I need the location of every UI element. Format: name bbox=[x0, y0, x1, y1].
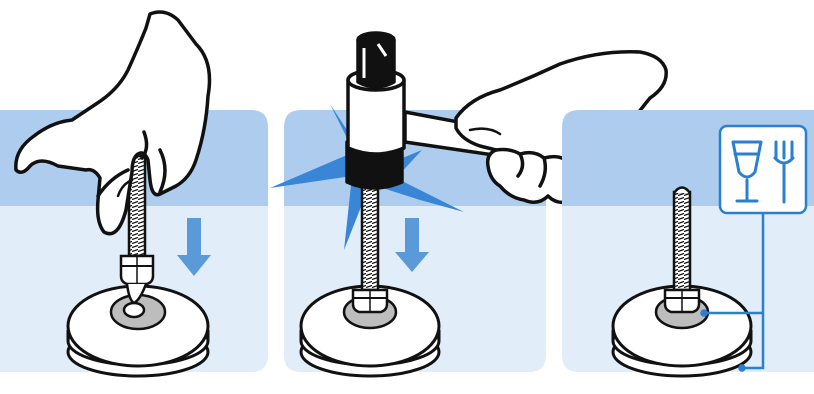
food-safe-icon bbox=[720, 126, 806, 213]
step-1-panel bbox=[0, 12, 268, 376]
step-3-panel bbox=[562, 110, 814, 376]
